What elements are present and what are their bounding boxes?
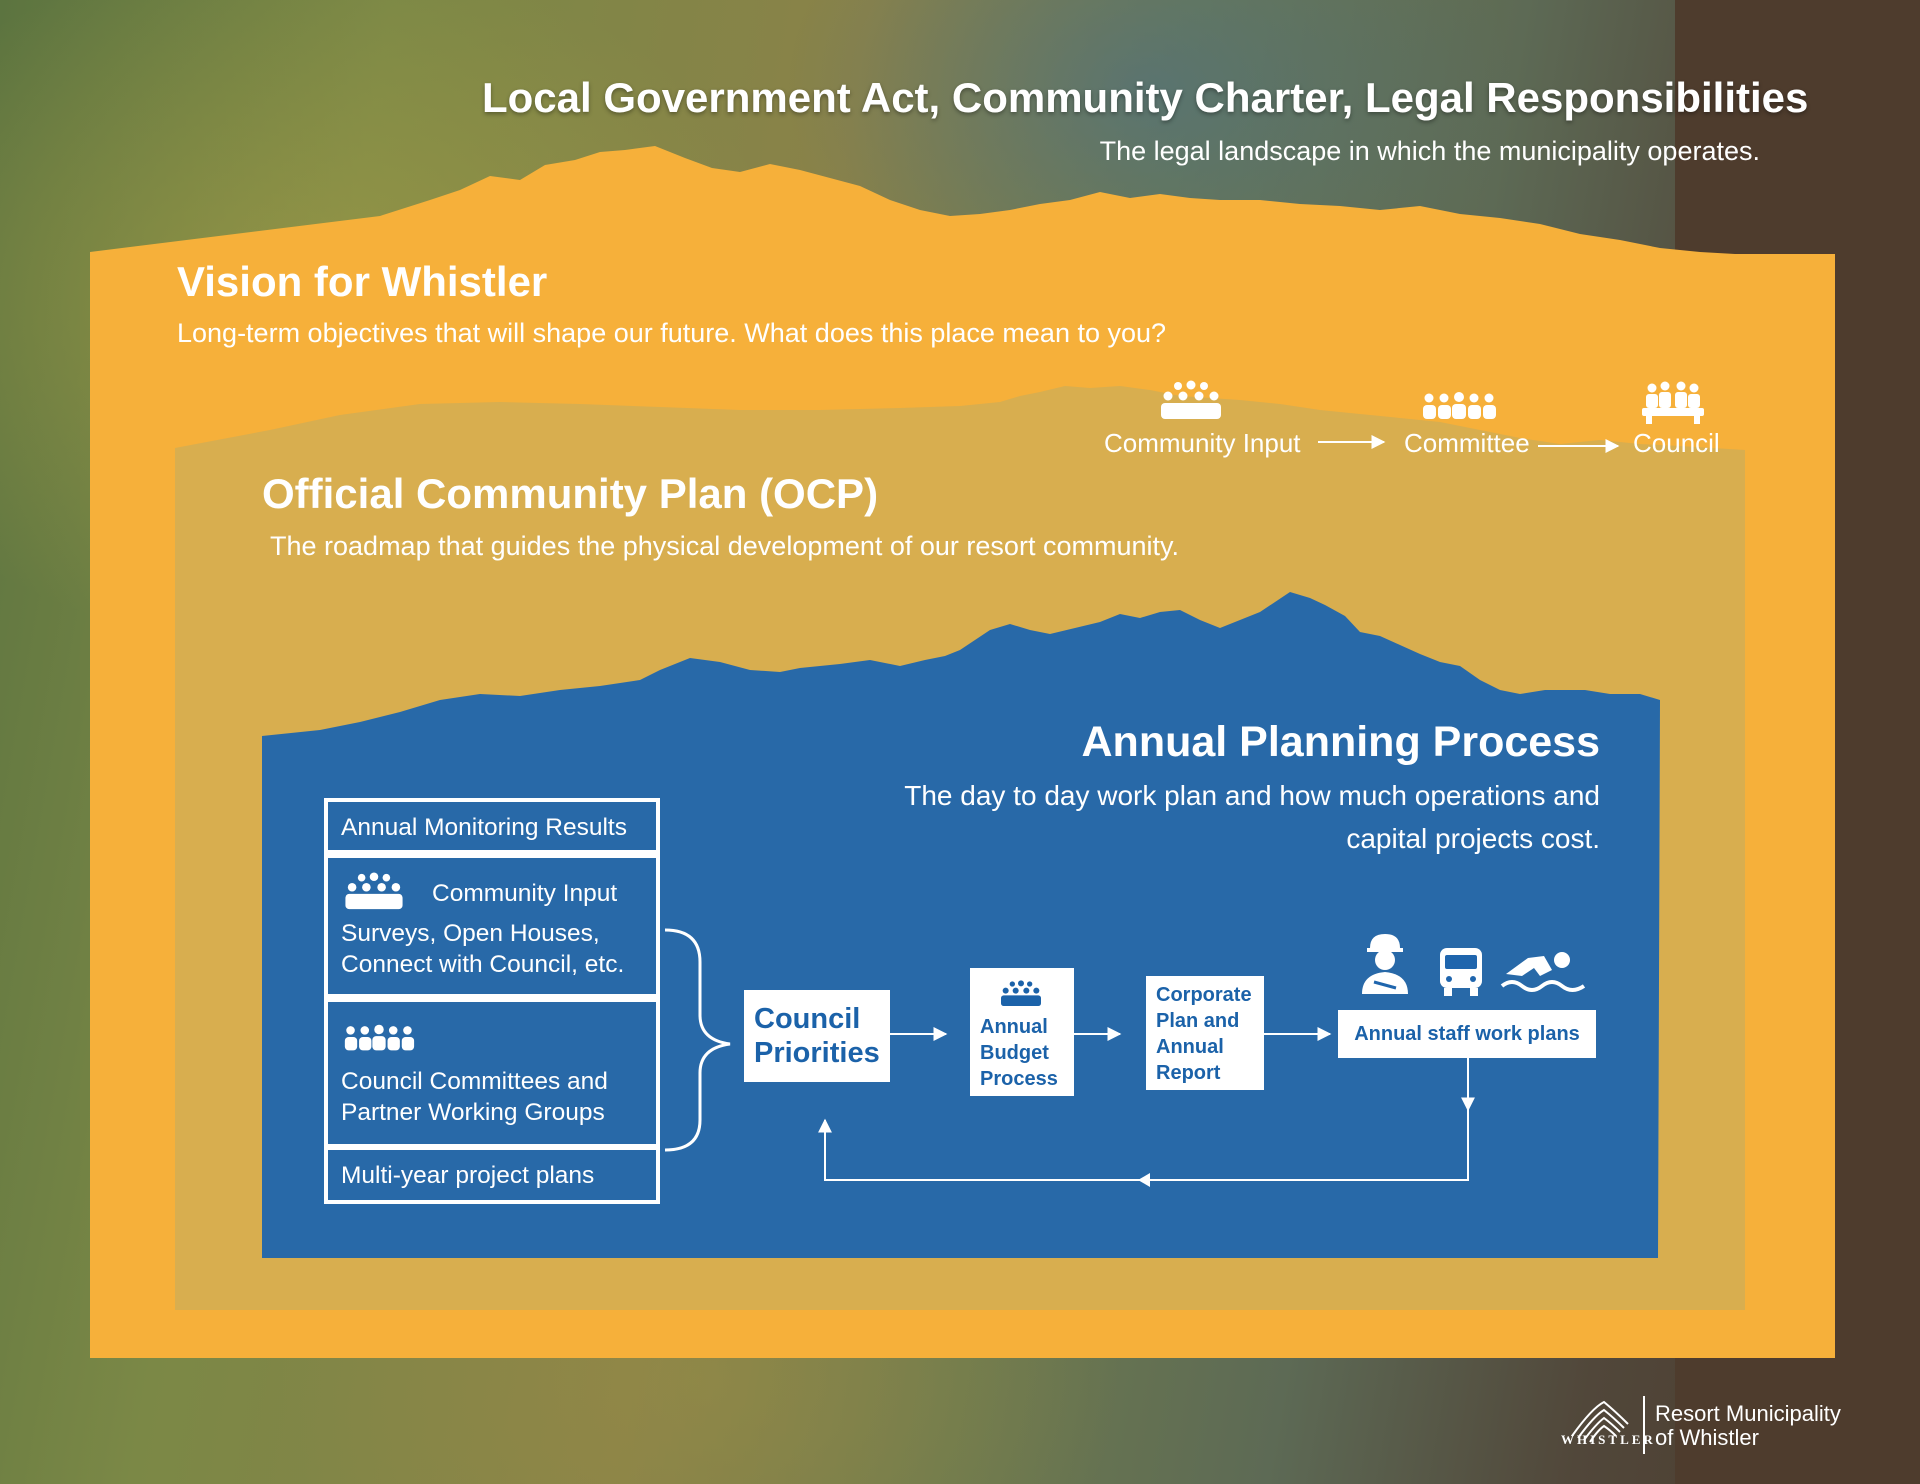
annual-subtitle: The day to day work plan and how much op… [904, 780, 1600, 854]
corporate-plan-line-3: Annual [1156, 1036, 1224, 1058]
corporate-plan-line-1: Corporate [1156, 984, 1252, 1006]
input-committees-line-1: Council Committees and [341, 1068, 608, 1095]
annual-budget-line-2: Budget [980, 1042, 1049, 1064]
ocp-title: Official Community Plan (OCP) [262, 470, 879, 517]
swimmer-icon [1500, 952, 1586, 992]
council-priorities-box: Council Priorities [744, 990, 890, 1082]
page-subtitle: The legal landscape in which the municip… [1099, 136, 1760, 166]
bus-icon [1440, 948, 1482, 996]
feedback-left-arrowhead [1138, 1173, 1150, 1187]
ocp-flow-community-input: Community Input [1104, 428, 1301, 458]
staff-work-plans-label: Annual staff work plans [1354, 1023, 1580, 1045]
community-input-box-icon [345, 872, 403, 910]
logo-divider [1643, 1396, 1645, 1454]
page-title: Local Government Act, Community Charter,… [482, 74, 1809, 121]
budget-people-icon [1001, 980, 1041, 1006]
committee-icon [1423, 392, 1496, 419]
input-community-title: Community Input [432, 880, 618, 907]
council-priorities-line-1: Council [754, 1003, 861, 1035]
vision-subtitle: Long-term objectives that will shape our… [177, 318, 1167, 348]
input-community-detail-2: Connect with Council, etc. [341, 951, 625, 978]
staff-work-plans-box: Annual staff work plans [1338, 1010, 1596, 1058]
annual-layer [262, 592, 1660, 1258]
community-input-icon [1161, 380, 1221, 419]
ocp-subtitle: The roadmap that guides the physical dev… [270, 531, 1179, 561]
annual-budget-box: Annual Budget Process [970, 968, 1074, 1096]
logo-org-line-2: of Whistler [1655, 1425, 1759, 1450]
committees-box-icon [344, 1024, 415, 1051]
corporate-plan-box: Corporate Plan and Annual Report [1146, 976, 1264, 1090]
ocp-flow-council: Council [1633, 428, 1720, 458]
council-icon [1642, 381, 1704, 424]
whistler-mountain-logo-icon [1571, 1400, 1629, 1443]
inputs-brace [664, 928, 731, 1152]
vision-title: Vision for Whistler [177, 258, 548, 305]
worker-icon [1362, 934, 1408, 994]
annual-budget-line-1: Annual [980, 1016, 1048, 1038]
council-priorities-line-2: Priorities [754, 1037, 880, 1069]
input-community: Community Input Surveys, Open Houses, Co… [324, 854, 660, 998]
logo-wordmark: WHISTLER [1561, 1432, 1656, 1447]
annual-title: Annual Planning Process [1081, 718, 1601, 766]
corporate-plan-line-4: Report [1156, 1062, 1221, 1084]
input-multiyear: Multi-year project plans [324, 1146, 660, 1204]
logo-org-line-1: Resort Municipality [1655, 1401, 1841, 1426]
ocp-flow-committee: Committee [1404, 428, 1530, 458]
input-committees: Council Committees and Partner Working G… [324, 998, 660, 1148]
input-multiyear-label: Multi-year project plans [341, 1162, 595, 1189]
corporate-plan-line-2: Plan and [1156, 1010, 1240, 1032]
input-annual-monitoring-label: Annual Monitoring Results [341, 814, 627, 841]
input-annual-monitoring: Annual Monitoring Results [324, 798, 660, 854]
annual-budget-line-3: Process [980, 1068, 1058, 1090]
input-committees-line-2: Partner Working Groups [341, 1099, 605, 1126]
input-community-detail-1: Surveys, Open Houses, [341, 920, 600, 947]
